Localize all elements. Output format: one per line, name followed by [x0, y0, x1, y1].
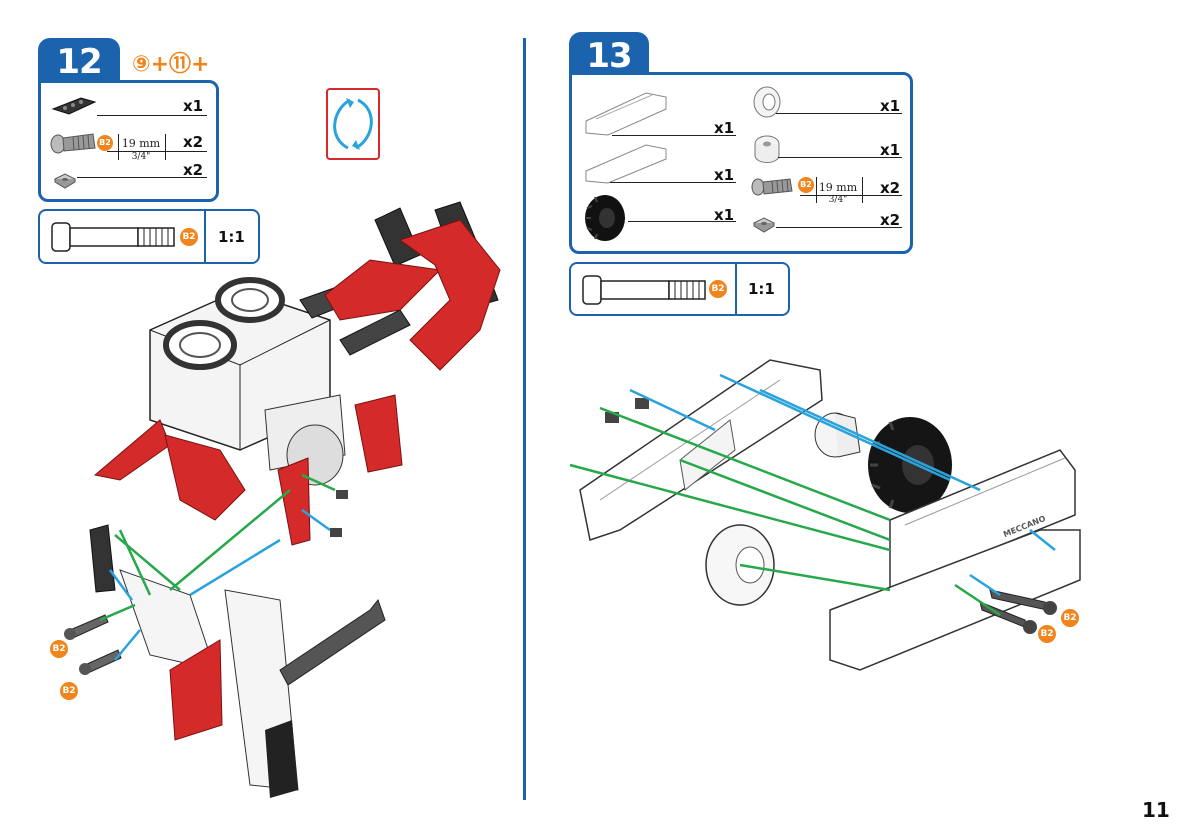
bolt-length-mm: 19 mm [121, 138, 161, 150]
step13-right-part-4-qty: x2 [880, 211, 900, 229]
step-13-parts-box: x1 x1 x1 x1 x1 B2 19 mm 3/4" x2 x2 [569, 72, 913, 254]
bush-part-icon [752, 133, 782, 167]
step13-left-part-3-qty: x1 [714, 206, 734, 224]
callout-b2-lower: B2 [60, 682, 78, 700]
step-13-assembly-illustration [560, 340, 1090, 680]
page-divider [523, 38, 526, 800]
bolt-actual-size-icon-2 [581, 272, 721, 308]
step13-bolt-length-mm: 19 mm [818, 182, 858, 194]
step13-b2-code-badge: B2 [798, 177, 814, 193]
beam-part-icon [51, 95, 97, 117]
step13-callout-b2-upper: B2 [1061, 609, 1079, 627]
bolt-length-in: 3/4" [121, 151, 161, 163]
part-1-qty: x1 [183, 97, 203, 115]
previous-steps-reference: ⑨+⑪+ [132, 46, 210, 78]
step-12-parts-box: x1 B2 19 mm 3/4" x2 x2 [38, 80, 219, 202]
page-number: 11 [1142, 798, 1170, 822]
callout-b2-upper: B2 [50, 640, 68, 658]
step-12-assembly-illustration [40, 200, 520, 810]
step13-right-part-2-qty: x1 [880, 141, 900, 159]
nut-part-icon-2 [752, 215, 776, 233]
rotate-model-icon [326, 88, 380, 160]
nut-part-icon [53, 171, 77, 189]
scale-b2-badge-2: B2 [709, 280, 727, 298]
step13-right-part-1-qty: x1 [880, 97, 900, 115]
step-13-bolt-scale-box: B2 1:1 [569, 262, 790, 316]
step13-left-part-2-qty: x1 [714, 166, 734, 184]
step-12-number: 12 [38, 38, 120, 86]
part-3-qty: x2 [183, 161, 203, 179]
step13-right-part-3-qty: x2 [880, 179, 900, 197]
tyre-part-icon [582, 193, 628, 243]
step13-callout-b2-lower: B2 [1038, 625, 1056, 643]
step13-left-part-1-qty: x1 [714, 119, 734, 137]
bolt-part-icon-2 [750, 175, 802, 197]
scale-ratio-2: 1:1 [748, 280, 775, 298]
part-2-qty: x2 [183, 133, 203, 151]
b2-code-badge: B2 [97, 135, 113, 151]
